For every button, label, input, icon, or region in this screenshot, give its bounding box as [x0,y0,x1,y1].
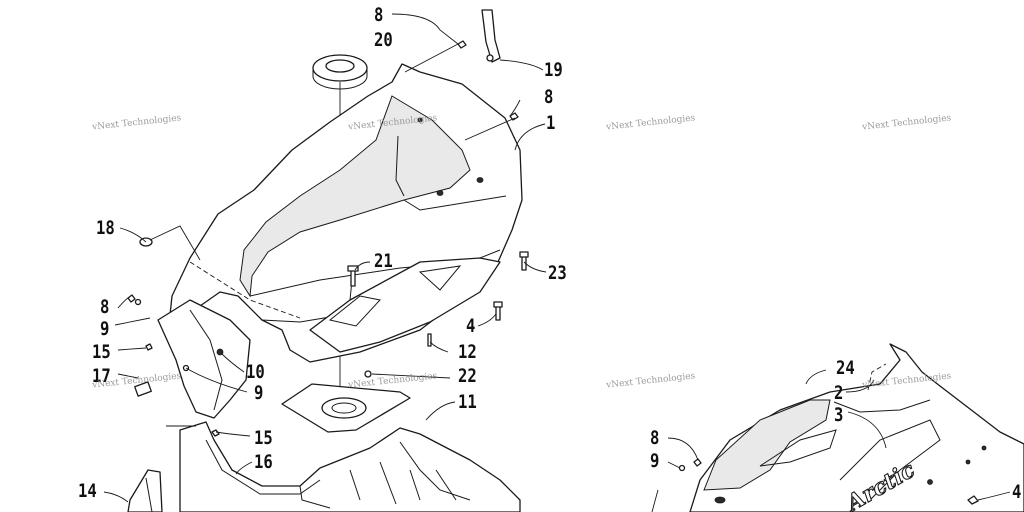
callout-11: 11 [458,391,477,413]
hardware-fasteners-right [678,458,979,505]
callout-4b: 4 [1012,481,1022,503]
panel-part-14 [127,469,163,512]
callout-10: 10 [246,361,265,383]
callout-19: 19 [544,59,563,81]
callout-8a: 8 [374,4,384,26]
callout-9c: 9 [650,450,660,472]
callout-22: 22 [458,365,477,387]
callout-1: 1 [546,112,556,134]
callout-24: 24 [836,357,855,379]
callout-12: 12 [458,341,477,363]
leader-lines [103,13,547,503]
callout-21: 21 [374,250,393,272]
callout-14: 14 [78,480,97,502]
callout-20: 20 [374,29,393,51]
callout-17: 17 [92,365,111,387]
callout-2: 2 [834,382,844,404]
callout-3: 3 [834,404,844,426]
side-panel-left [134,299,251,419]
callout-23: 23 [548,262,567,284]
leader-lines-right [651,369,1011,512]
hood-panel-right [689,343,1024,512]
callout-8b: 8 [544,86,554,108]
callout-9b: 9 [254,382,264,404]
callout-8c: 8 [100,296,110,318]
plate-part-22 [281,383,411,433]
hardware-fasteners [127,40,529,437]
callout-4a: 4 [466,315,476,337]
callout-18: 18 [96,217,115,239]
bracket-part-19 [481,9,501,63]
lower-body-part-11 [179,421,521,512]
grommet-part-20 [312,54,368,90]
callout-9a: 9 [100,318,110,340]
callout-15a: 15 [92,341,111,363]
callout-16: 16 [254,451,273,473]
callout-8d: 8 [650,427,660,449]
callout-15b: 15 [254,427,273,449]
